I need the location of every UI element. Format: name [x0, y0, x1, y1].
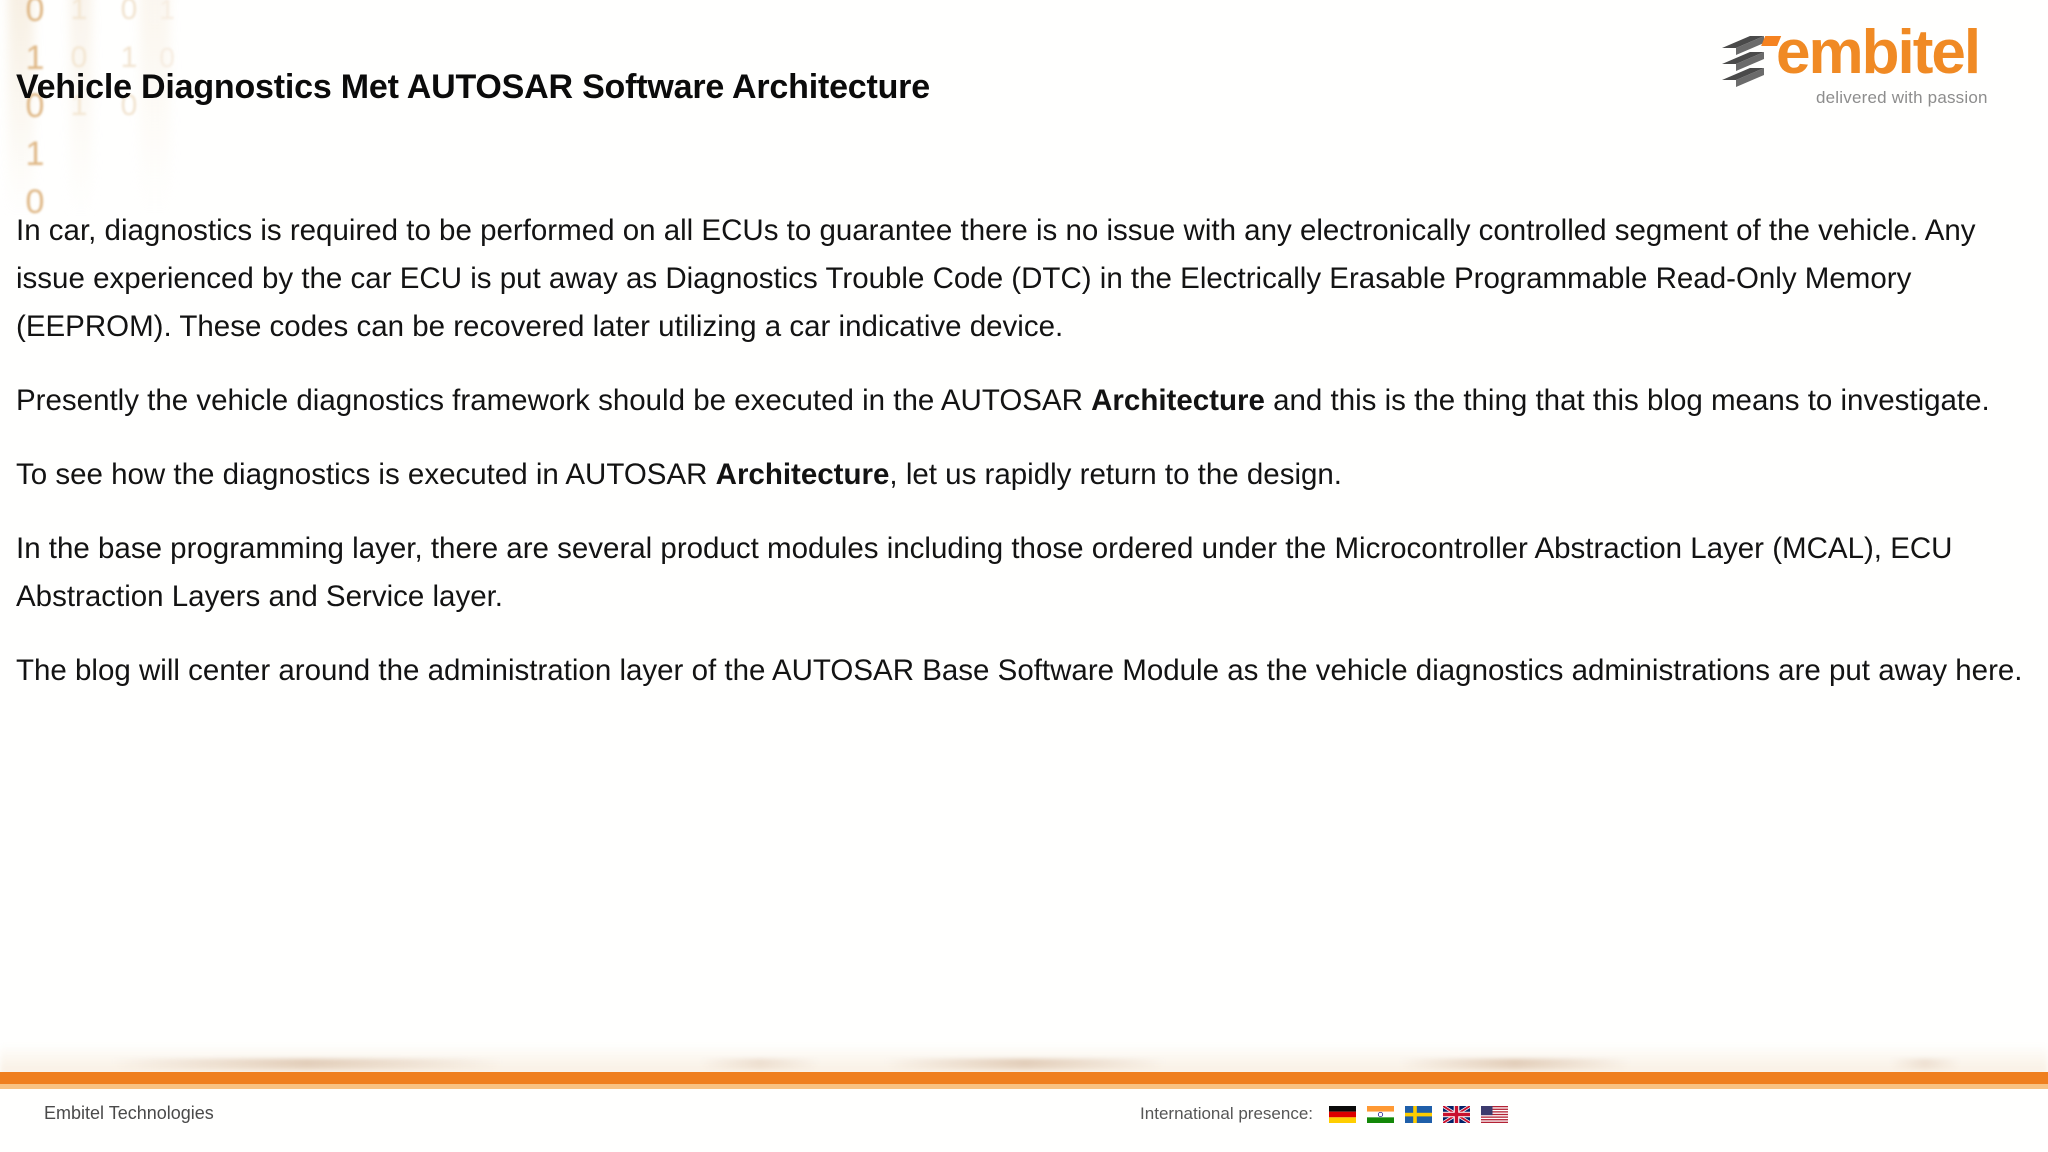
- body-text: In the base programming layer, there are…: [16, 532, 1953, 613]
- logo-tagline: delivered with passion: [1816, 88, 1988, 107]
- body-text: , let us rapidly return to the design.: [889, 458, 1343, 491]
- international-presence: International presence:: [1140, 1104, 1508, 1124]
- body-paragraph: In car, diagnostics is required to be pe…: [16, 207, 2026, 351]
- body-text: To see how the diagnostics is executed i…: [16, 458, 716, 491]
- body-content: In car, diagnostics is required to be pe…: [16, 207, 2026, 695]
- body-paragraph: The blog will center around the administ…: [16, 647, 2026, 695]
- body-paragraph: In the base programming layer, there are…: [16, 525, 2026, 621]
- footer-company-name: Embitel Technologies: [44, 1103, 214, 1123]
- footer-accent-bar-light: [0, 1084, 2048, 1089]
- body-paragraph: To see how the diagnostics is executed i…: [16, 451, 2026, 499]
- footer-accent-bar: [0, 1072, 2048, 1084]
- emphasis-text: Architecture: [1091, 384, 1265, 417]
- body-text: The blog will center around the administ…: [16, 654, 2023, 687]
- logo-mark-icon: [1722, 36, 1782, 87]
- emphasis-text: Architecture: [715, 458, 890, 491]
- watermark-column: 0 1 0: [120, 0, 138, 122]
- body-text: and this is the thing that this blog mea…: [1264, 384, 1990, 417]
- body-text: In car, diagnostics is required to be pe…: [16, 214, 1976, 343]
- flag-uk-icon: [1443, 1105, 1470, 1123]
- flag-row: [1329, 1105, 1508, 1123]
- footer-watermark: [0, 1040, 2048, 1074]
- page-title: Vehicle Diagnostics Met AUTOSAR Software…: [16, 68, 930, 106]
- body-paragraph: Presently the vehicle diagnostics framew…: [16, 377, 2026, 425]
- flag-india-icon: [1367, 1105, 1394, 1123]
- body-text: Presently the vehicle diagnostics framew…: [16, 384, 1092, 417]
- watermark-column: 1 0: [159, 0, 175, 73]
- logo-wordmark: embitel: [1776, 18, 1981, 87]
- flag-usa-icon: [1481, 1105, 1508, 1123]
- presence-label: International presence:: [1140, 1104, 1313, 1123]
- embitel-logo: embitel delivered with passion: [1720, 22, 2020, 110]
- flag-germany-icon: [1329, 1105, 1356, 1123]
- watermark-column: 0 1 0 1 0: [25, 0, 45, 216]
- flag-sweden-icon: [1405, 1105, 1432, 1123]
- watermark-column: 1 0 1: [70, 0, 88, 122]
- binary-watermark: 0 1 0 1 0 1 0 1 0 1 0 1 0: [0, 0, 230, 216]
